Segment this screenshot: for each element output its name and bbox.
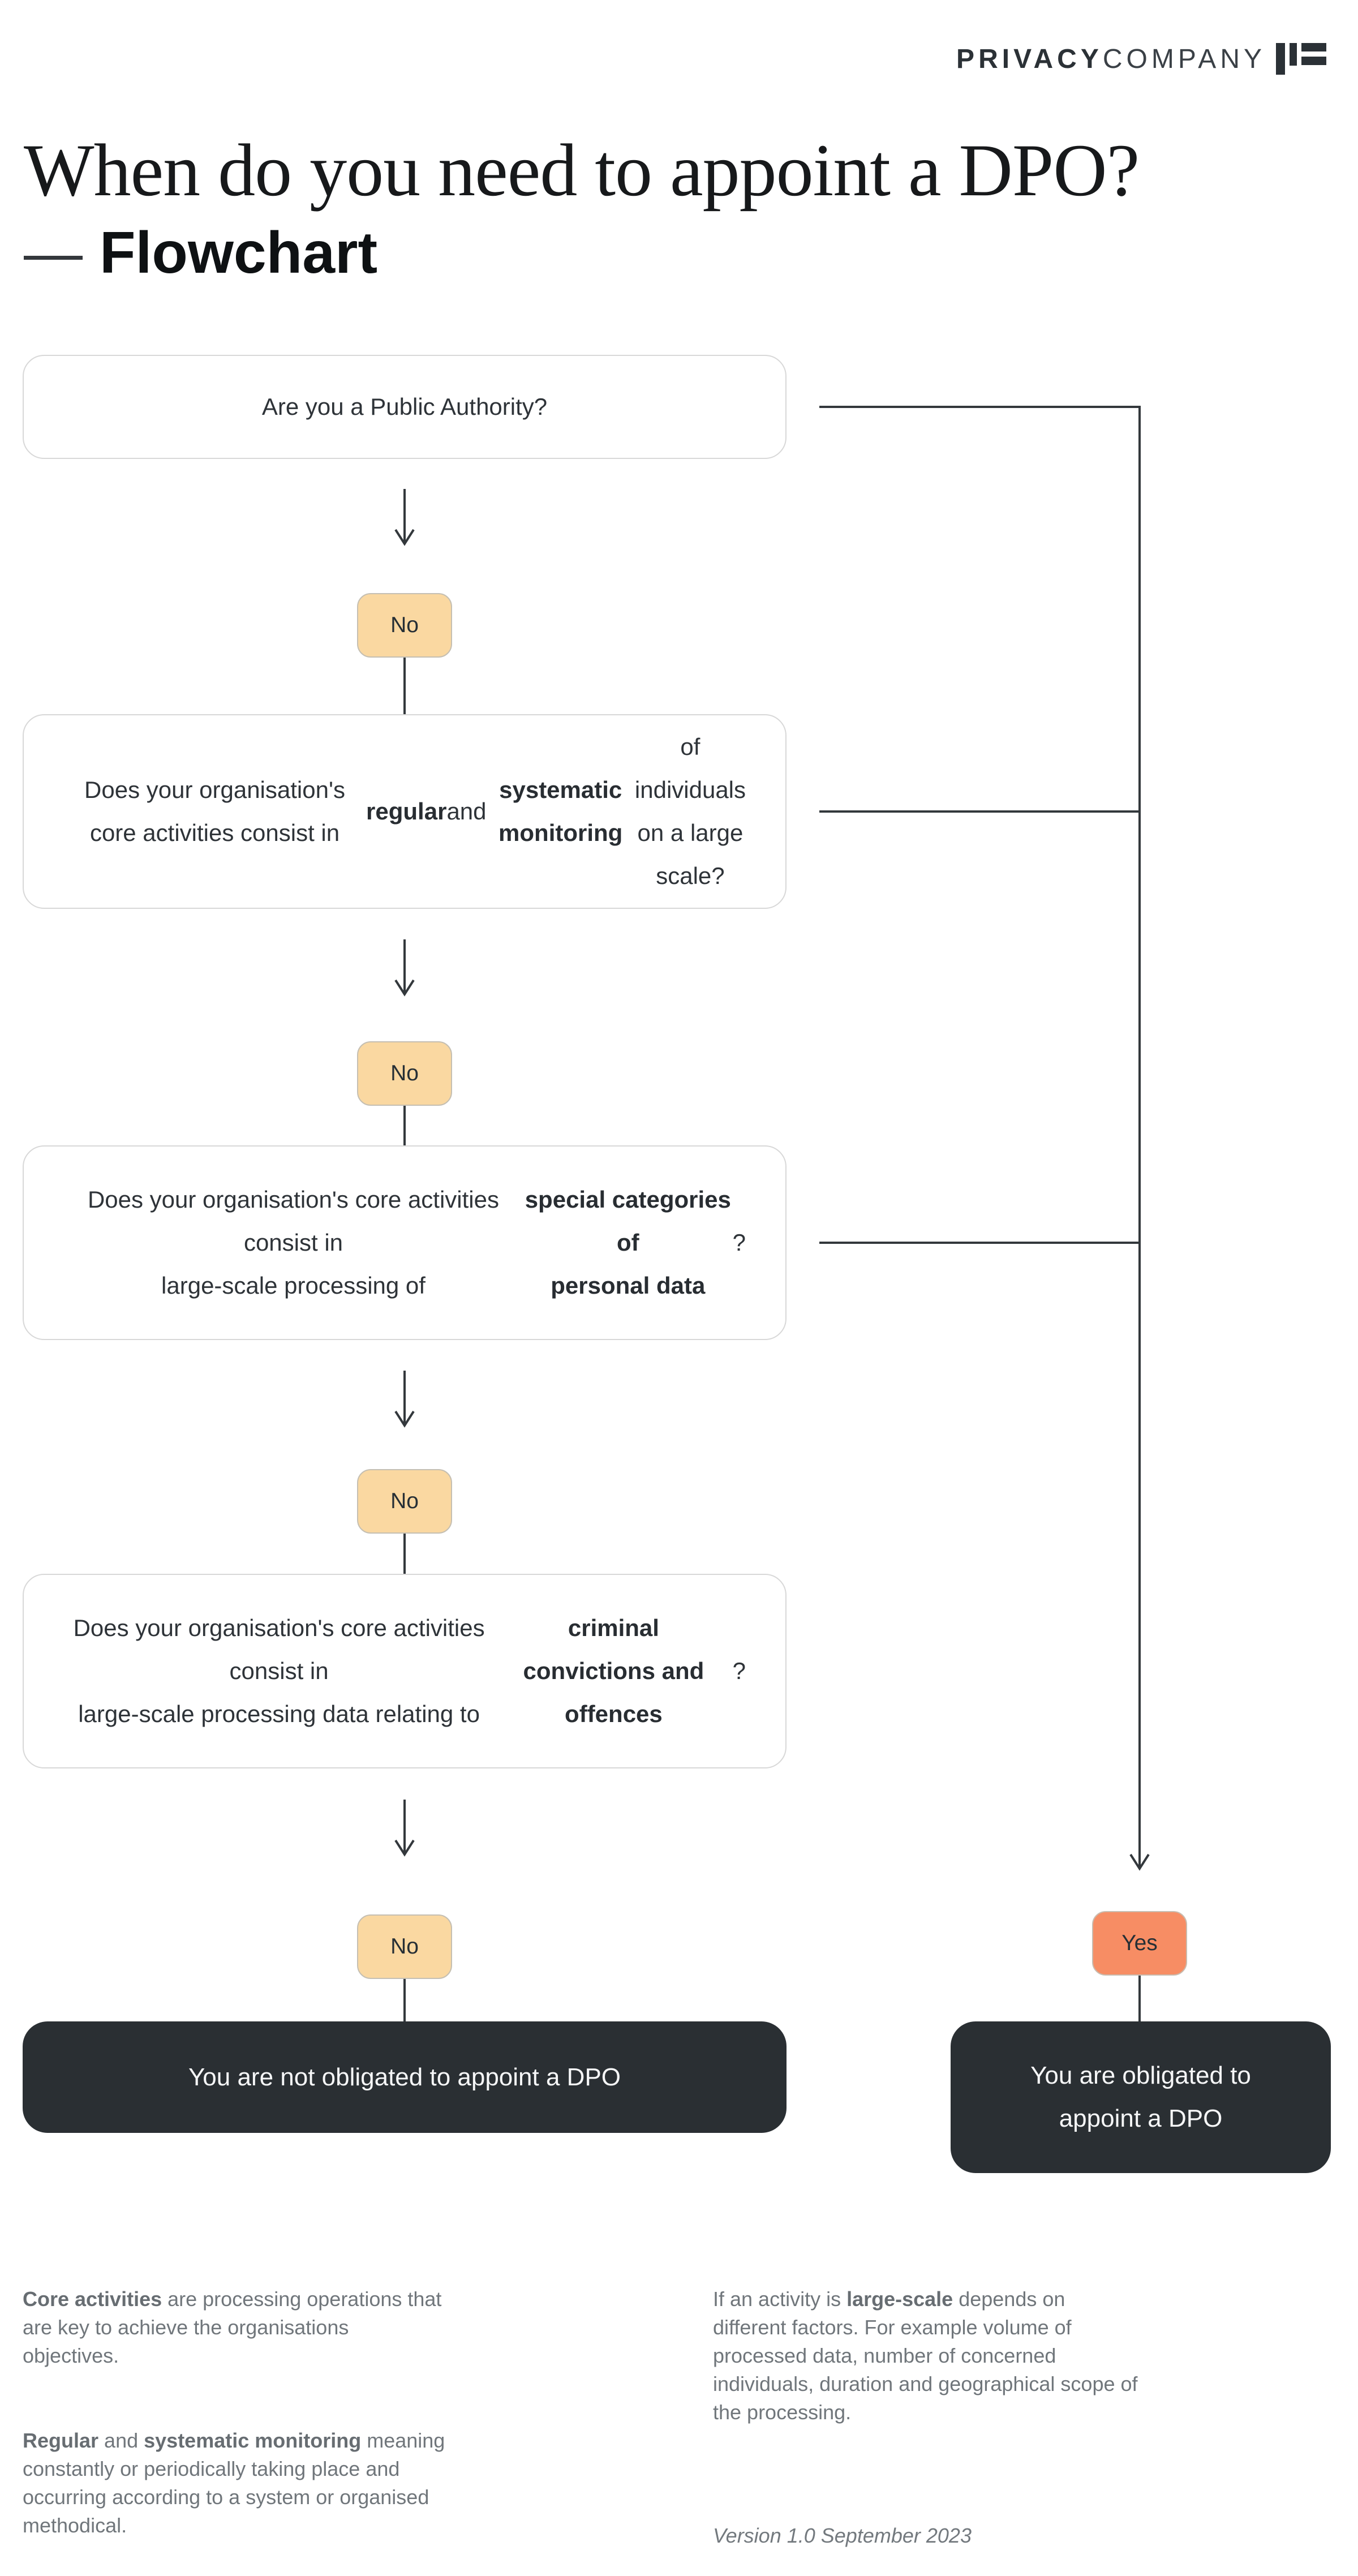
connector-line [403, 1534, 406, 1574]
connector-line [403, 658, 406, 714]
yes-branch-line [819, 1242, 1140, 1244]
footnote-regular-monitoring: Regular and systematic monitoring meanin… [23, 2429, 445, 2537]
yes-branch-line [819, 810, 1140, 813]
yes-branch-line [1138, 406, 1141, 1850]
down-arrow-icon [394, 1371, 415, 1428]
footnotes-left: Core activities are processing operation… [23, 2257, 600, 2568]
brand-name-company: COMPANY [1102, 44, 1266, 74]
subtitle-word: Flowchart [100, 220, 378, 286]
privacy-company-mark-icon [1276, 43, 1326, 75]
footnote-large-scale: If an activity is large-scale depends on… [713, 2287, 1138, 2424]
footnote-core-activities: Core activities are processing operation… [23, 2287, 442, 2367]
question-box-criminal-convictions: Does your organisation's core activities… [23, 1574, 787, 1768]
question-box-systematic-monitoring: Does your organisation's core activities… [23, 714, 787, 909]
down-arrowhead-icon [1129, 1846, 1150, 1871]
no-badge: No [357, 1914, 452, 1979]
brand-logo-text: PRIVACYCOMPANY [956, 44, 1266, 75]
logo-bar-icon [1276, 43, 1285, 75]
yes-branch-line [819, 406, 1140, 408]
brand-logo: PRIVACYCOMPANY [956, 43, 1326, 75]
connector-line [403, 1106, 406, 1145]
brand-name-privacy: PRIVACY [956, 44, 1103, 74]
footnotes-right: If an activity is large-scale depends on… [713, 2257, 1335, 2576]
page-subtitle: — Flowchart [24, 220, 377, 287]
connector-line [1138, 1976, 1141, 2021]
page-title: When do you need to appoint a DPO? [24, 128, 1140, 212]
version-label: Version 1.0 September 2023 [713, 2524, 972, 2547]
yes-badge: Yes [1092, 1911, 1187, 1976]
no-badge: No [357, 593, 452, 658]
question-box-public-authority: Are you a Public Authority? [23, 355, 787, 459]
down-arrow-icon [394, 939, 415, 997]
down-arrow-icon [394, 489, 415, 546]
connector-line [403, 1979, 406, 2021]
subtitle-dash: — [24, 220, 83, 286]
logo-equals-icon [1301, 43, 1326, 65]
no-badge: No [357, 1469, 452, 1534]
no-badge: No [357, 1041, 452, 1106]
outcome-obligated: You are obligated to appoint a DPO [951, 2021, 1331, 2173]
question-box-special-categories: Does your organisation's core activities… [23, 1145, 787, 1340]
outcome-not-obligated: You are not obligated to appoint a DPO [23, 2021, 787, 2133]
down-arrow-icon [394, 1800, 415, 1857]
logo-bar-icon [1290, 43, 1297, 66]
